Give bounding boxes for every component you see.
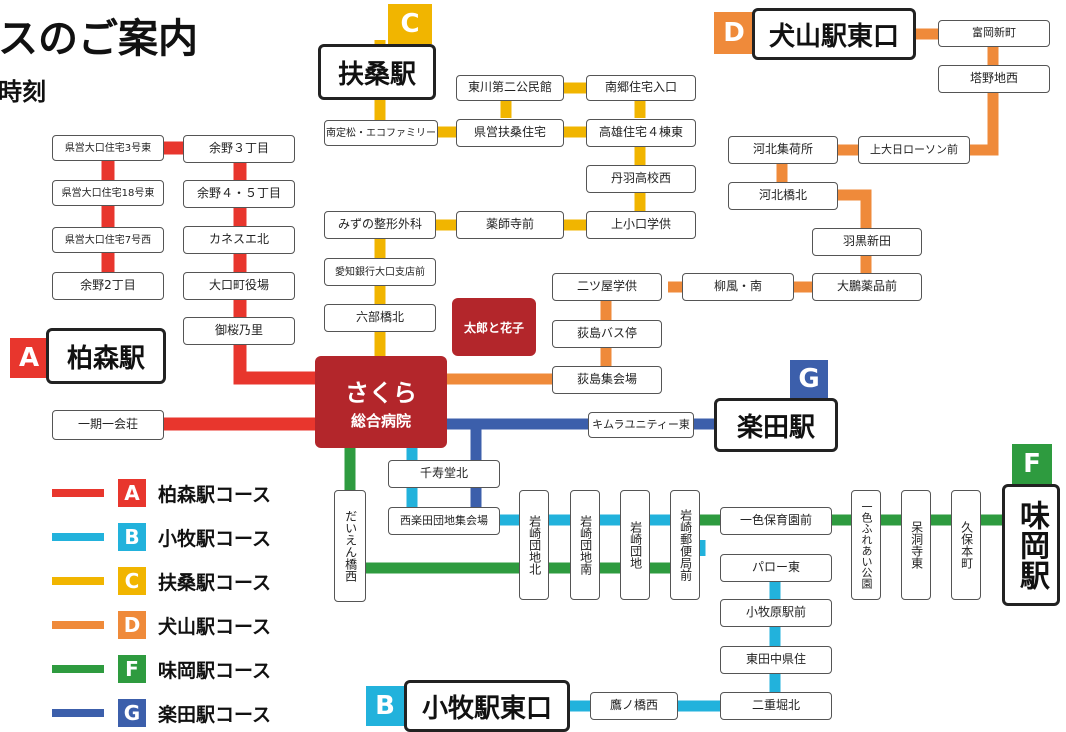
bus-stop[interactable]: 岩崎団地北 — [519, 490, 549, 600]
bus-stop[interactable]: 大口町役場 — [183, 272, 295, 300]
legend-line-swatch — [52, 621, 104, 629]
hospital-name-line2: 総合病院 — [350, 412, 411, 430]
legend-line-swatch — [52, 709, 104, 717]
bus-stop[interactable]: 羽黒新田 — [812, 228, 922, 256]
bus-stop[interactable]: 一期一会荘 — [52, 410, 164, 440]
station-ajioka[interactable]: 味岡駅 — [1002, 484, 1060, 606]
bus-stop[interactable]: 上大日ローソン前 — [858, 136, 970, 164]
legend-badge: C — [118, 567, 146, 595]
bus-stop[interactable]: だいえん橋西 — [334, 490, 366, 602]
bus-stop[interactable]: 岩崎郵便局前 — [670, 490, 700, 600]
station-badge-c: C — [388, 4, 432, 44]
page-title: スのご案内 — [0, 16, 198, 62]
bus-stop[interactable]: パロー東 — [720, 554, 832, 582]
legend-badge: D — [118, 611, 146, 639]
legend-label: 味岡駅コース — [158, 659, 272, 682]
bus-stop[interactable]: 高雄住宅４棟東 — [586, 119, 696, 147]
bus-stop[interactable]: 富岡新町 — [938, 20, 1050, 47]
legend-badge: A — [118, 479, 146, 507]
legend-label: 扶桑駅コース — [158, 571, 272, 594]
hospital-name-line1: さくら — [345, 379, 417, 407]
legend-item-b: B 小牧駅コース — [52, 522, 271, 552]
legend-line-swatch — [52, 533, 104, 541]
bus-stop[interactable]: 余野４・５丁目 — [183, 180, 295, 208]
bus-stop[interactable]: みずの整形外科 — [324, 211, 436, 239]
legend-item-d: D 犬山駅コース — [52, 610, 271, 640]
bus-stop[interactable]: 南定松・エコファミリー — [324, 120, 438, 146]
legend-label: 犬山駅コース — [158, 615, 272, 638]
legend-label: 柏森駅コース — [158, 483, 272, 506]
legend-item-f: F 味岡駅コース — [52, 654, 271, 684]
station-inuyama-higashiguchi[interactable]: 犬山駅東口 — [752, 8, 916, 60]
bus-stop[interactable]: 岩崎団地 — [620, 490, 650, 600]
bus-stop[interactable]: 小牧原駅前 — [720, 599, 832, 627]
legend-item-g: G 楽田駅コース — [52, 698, 271, 728]
station-kashimori[interactable]: 柏森駅 — [46, 328, 166, 384]
bus-stop[interactable]: カネスエ北 — [183, 226, 295, 254]
bus-stop[interactable]: 御桜乃里 — [183, 317, 295, 345]
sakura-hospital[interactable]: さくら 総合病院 — [315, 356, 447, 448]
legend-label: 楽田駅コース — [158, 703, 272, 726]
bus-stop[interactable]: キムラユニティー東 — [588, 412, 694, 438]
bus-stop[interactable]: 大鵬薬品前 — [812, 273, 922, 301]
bus-stop[interactable]: 一色ふれあい公園 — [851, 490, 881, 600]
bus-stop[interactable]: 荻島バス停 — [552, 320, 662, 348]
legend-label: 小牧駅コース — [158, 527, 272, 550]
station-badge-g: G — [790, 360, 828, 398]
bus-stop[interactable]: 東川第二公民館 — [456, 75, 564, 101]
bus-stop[interactable]: 県営大口住宅7号西 — [52, 227, 164, 253]
bus-stop[interactable]: 県営大口住宅18号東 — [52, 180, 164, 206]
bus-stop[interactable]: 県営扶桑住宅 — [456, 119, 564, 147]
bus-stop[interactable]: 柳風・南 — [682, 273, 794, 301]
bus-stop[interactable]: 西楽田団地集会場 — [388, 507, 500, 535]
legend-line-swatch — [52, 489, 104, 497]
bus-stop[interactable]: 河北集荷所 — [728, 136, 838, 164]
shop-taro-to-hanako[interactable]: 太郎と花子 — [452, 298, 536, 356]
station-fuso[interactable]: 扶桑駅 — [318, 44, 436, 100]
bus-stop[interactable]: 河北橋北 — [728, 182, 838, 210]
bus-stop[interactable]: 余野2丁目 — [52, 272, 164, 300]
bus-stop[interactable]: 薬師寺前 — [456, 211, 564, 239]
bus-stop[interactable]: 南郷住宅入口 — [586, 75, 696, 101]
bus-stop[interactable]: 鷹ノ橋西 — [590, 692, 678, 720]
bus-stop[interactable]: 上小口学供 — [586, 211, 696, 239]
bus-stop[interactable]: 荻島集会場 — [552, 366, 662, 394]
bus-stop[interactable]: 岩崎団地南 — [570, 490, 600, 600]
bus-stop[interactable]: 塔野地西 — [938, 65, 1050, 93]
bus-stop[interactable]: 愛知銀行大口支店前 — [324, 258, 436, 286]
station-komaki-higashiguchi[interactable]: 小牧駅東口 — [404, 680, 570, 732]
legend-item-a: A 柏森駅コース — [52, 478, 271, 508]
legend-line-swatch — [52, 577, 104, 585]
legend-badge: G — [118, 699, 146, 727]
route-f-line — [344, 446, 1004, 574]
bus-stop[interactable]: 県営大口住宅3号東 — [52, 135, 164, 161]
bus-stop[interactable]: 六部橋北 — [324, 304, 436, 332]
legend-badge: F — [118, 655, 146, 683]
legend-line-swatch — [52, 665, 104, 673]
bus-stop[interactable]: 一色保育園前 — [720, 507, 832, 535]
legend-badge: B — [118, 523, 146, 551]
bus-stop[interactable]: 余野３丁目 — [183, 135, 295, 163]
station-badge-a: A — [10, 338, 48, 378]
bus-stop[interactable]: 東田中県住 — [720, 646, 832, 674]
bus-stop[interactable]: 二ツ屋学供 — [552, 273, 662, 301]
station-badge-b: B — [366, 686, 404, 726]
station-badge-d: D — [714, 12, 754, 54]
bus-stop[interactable]: 二重堀北 — [720, 692, 832, 720]
station-gakuden[interactable]: 楽田駅 — [714, 398, 838, 452]
bus-stop[interactable]: 呆洞寺東 — [901, 490, 931, 600]
bus-stop[interactable]: 千寿堂北 — [388, 460, 500, 488]
station-badge-f: F — [1012, 444, 1052, 484]
bus-stop[interactable]: 丹羽高校西 — [586, 165, 696, 193]
page-subtitle: 時刻 — [0, 78, 46, 106]
legend-item-c: C 扶桑駅コース — [52, 566, 271, 596]
bus-stop[interactable]: 久保本町 — [951, 490, 981, 600]
